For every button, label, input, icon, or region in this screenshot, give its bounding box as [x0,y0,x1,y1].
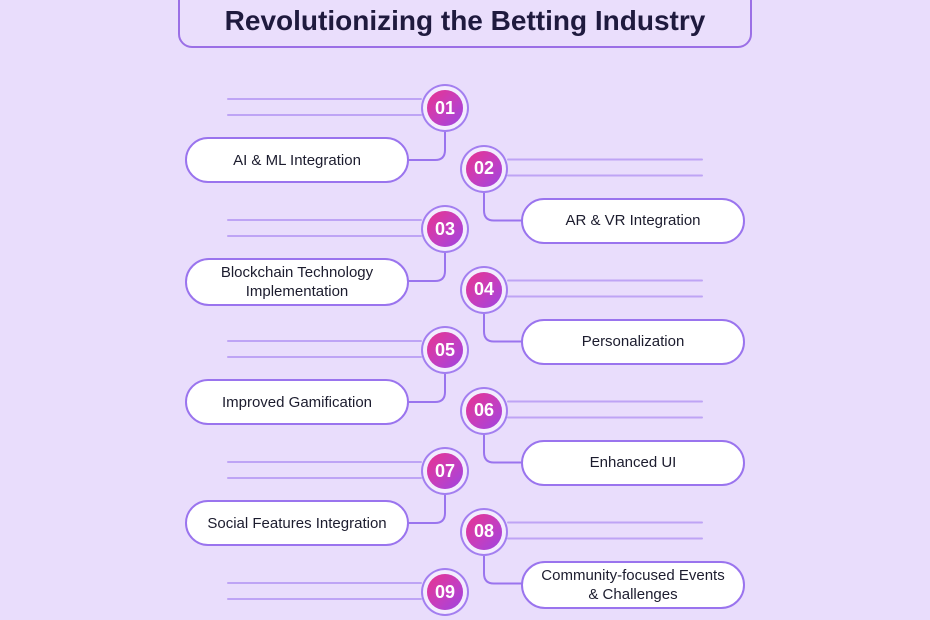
connector-line [408,494,446,524]
connector-line [408,373,446,403]
step-card: Personalization [521,318,745,365]
step-card: Enhanced UI [521,439,745,486]
step-card: Blockchain Technology Implementation [185,258,409,306]
step-card: Social Features Integration [185,500,409,546]
page-title: Revolutionizing the Betting Industry [224,5,706,36]
connector-line [408,131,446,161]
step-number-badge: 07 [427,453,463,489]
step-number-badge: 08 [466,513,502,550]
step-number-badge: 02 [466,150,502,187]
connector-line [483,312,522,343]
step-number-badge: 05 [427,332,463,368]
step-number-badge: 03 [427,211,463,247]
title-frame [178,0,752,48]
step-card: Community-focused Events & Challenges [521,560,745,609]
connector-line [483,433,522,464]
step-number-badge: 01 [427,90,463,126]
step-card: AI & ML Integration [185,137,409,183]
step-card: Improved Gamification [185,379,409,425]
step-number-badge: 06 [466,392,502,429]
step-number-badge: 09 [427,574,463,610]
step-card: AR & VR Integration [521,197,745,244]
connector-line [483,191,522,222]
step-number-badge: 04 [466,271,502,308]
connector-line [408,252,446,282]
connector-line [483,554,522,585]
